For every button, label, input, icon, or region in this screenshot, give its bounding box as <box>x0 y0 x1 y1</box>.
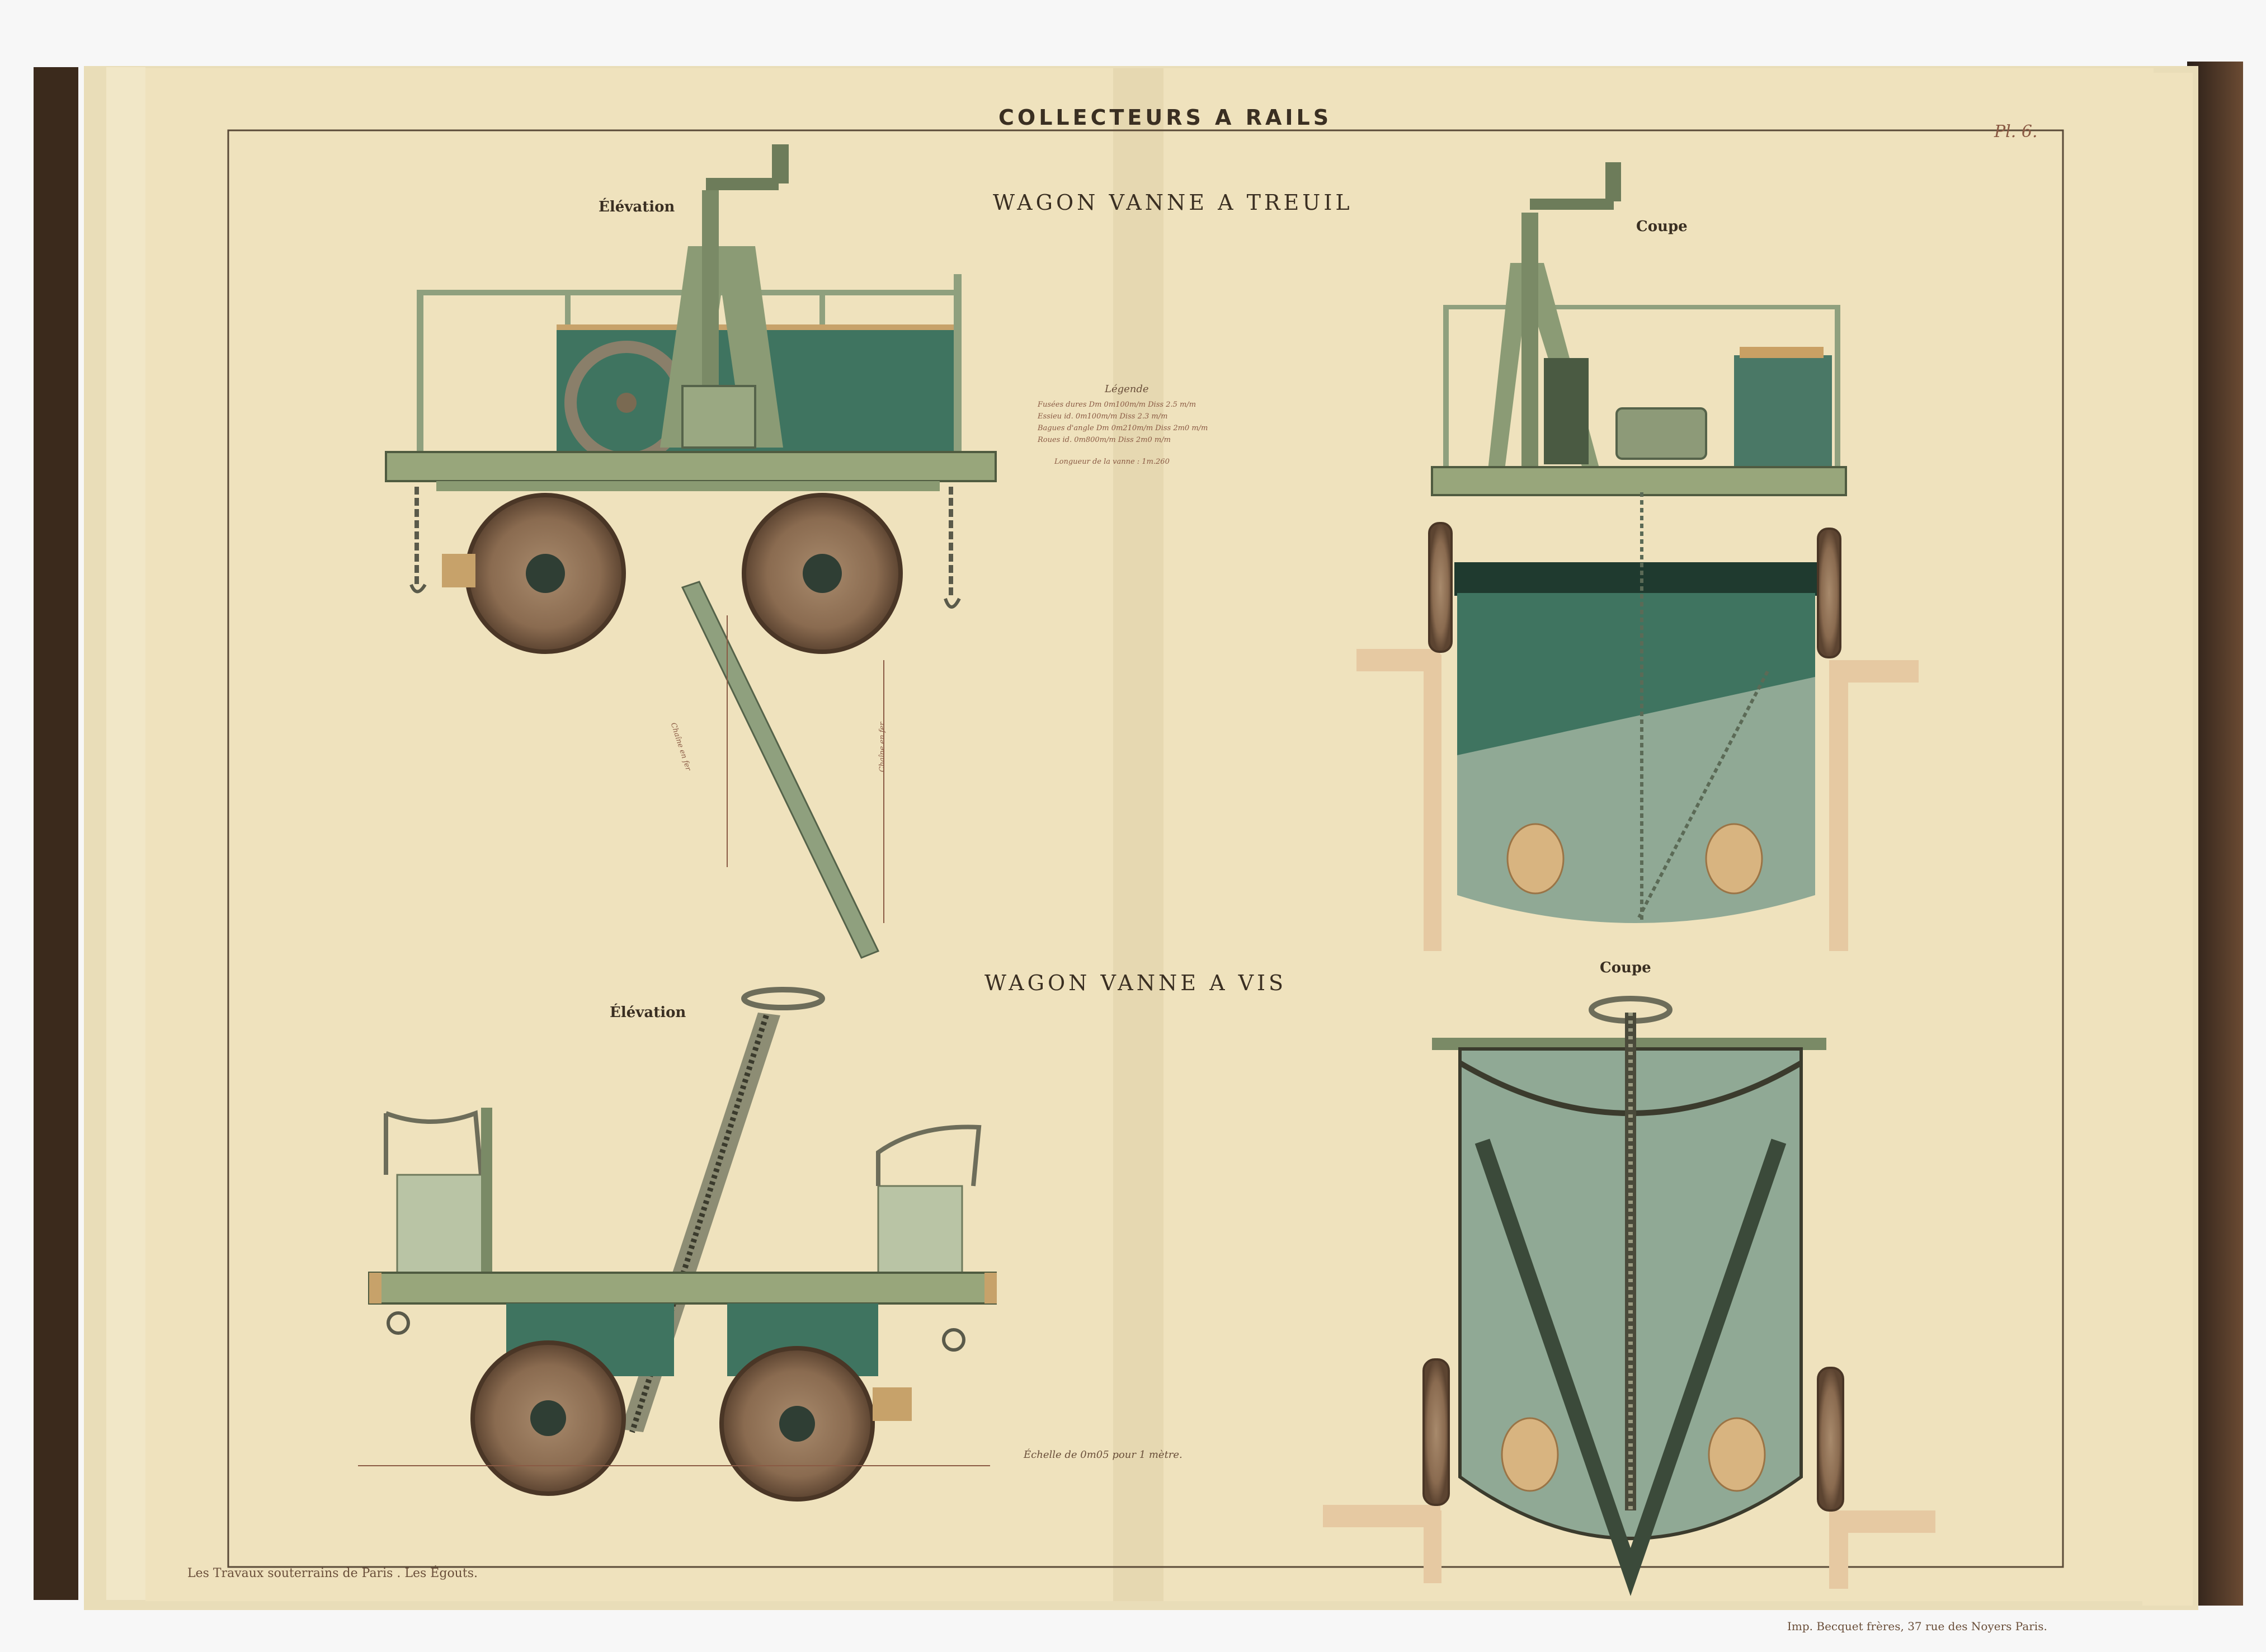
legend-row: Roues id. 0m800m/m Diss 2m0 m/m <box>1038 436 1171 444</box>
vis-elevation-drawing <box>358 987 997 1502</box>
treuil-title: WAGON VANNE A TREUIL <box>993 190 1353 215</box>
vis-section-drawing <box>1323 996 1935 1597</box>
legend-heading: Légende <box>1105 383 1149 395</box>
footer-right: Imp. Becquet frères, 37 rue des Noyers P… <box>1787 1620 2047 1633</box>
plate-header: COLLECTEURS A RAILS <box>998 105 1332 130</box>
plate-number: Pl. 6. <box>1994 122 2038 142</box>
legend-row: Bagues d'angle Dm 0m210m/m Diss 2m0 m/m <box>1038 424 1208 432</box>
book-cover-left <box>34 67 78 1600</box>
treuil-section-drawing <box>1356 162 1919 951</box>
gutter-shadow <box>1113 68 1163 1601</box>
vis-elevation-label: Élévation <box>610 1004 686 1021</box>
rod-note-2: Chaîne en fer <box>878 722 887 772</box>
treuil-chassis <box>385 451 997 482</box>
treuil-section-label: Coupe <box>1636 218 1688 235</box>
vis-title: WAGON VANNE A VIS <box>984 971 1287 995</box>
legend-row: Fusées dures Dm 0m100m/m Diss 2.5 m/m <box>1038 401 1196 409</box>
vis-chassis <box>368 1272 997 1305</box>
treuil-elevation-drawing <box>385 144 997 959</box>
vis-section-label: Coupe <box>1600 959 1651 976</box>
footer-left: Les Travaux souterrains de Paris . Les É… <box>187 1566 478 1580</box>
scale-note: Échelle de 0m05 pour 1 mètre. <box>1024 1449 1183 1461</box>
legend-row: Essieu id. 0m100m/m Diss 2.3 m/m <box>1038 412 1168 421</box>
treuil-elevation-label: Élévation <box>599 199 675 215</box>
plate-frame <box>227 129 2064 1568</box>
lever-rod <box>681 581 880 959</box>
legend-box: Légende Fusées dures Dm 0m100m/m Diss 2.… <box>1038 383 1228 466</box>
legend-note: Longueur de la vanne : 1m.260 <box>1054 458 1170 466</box>
